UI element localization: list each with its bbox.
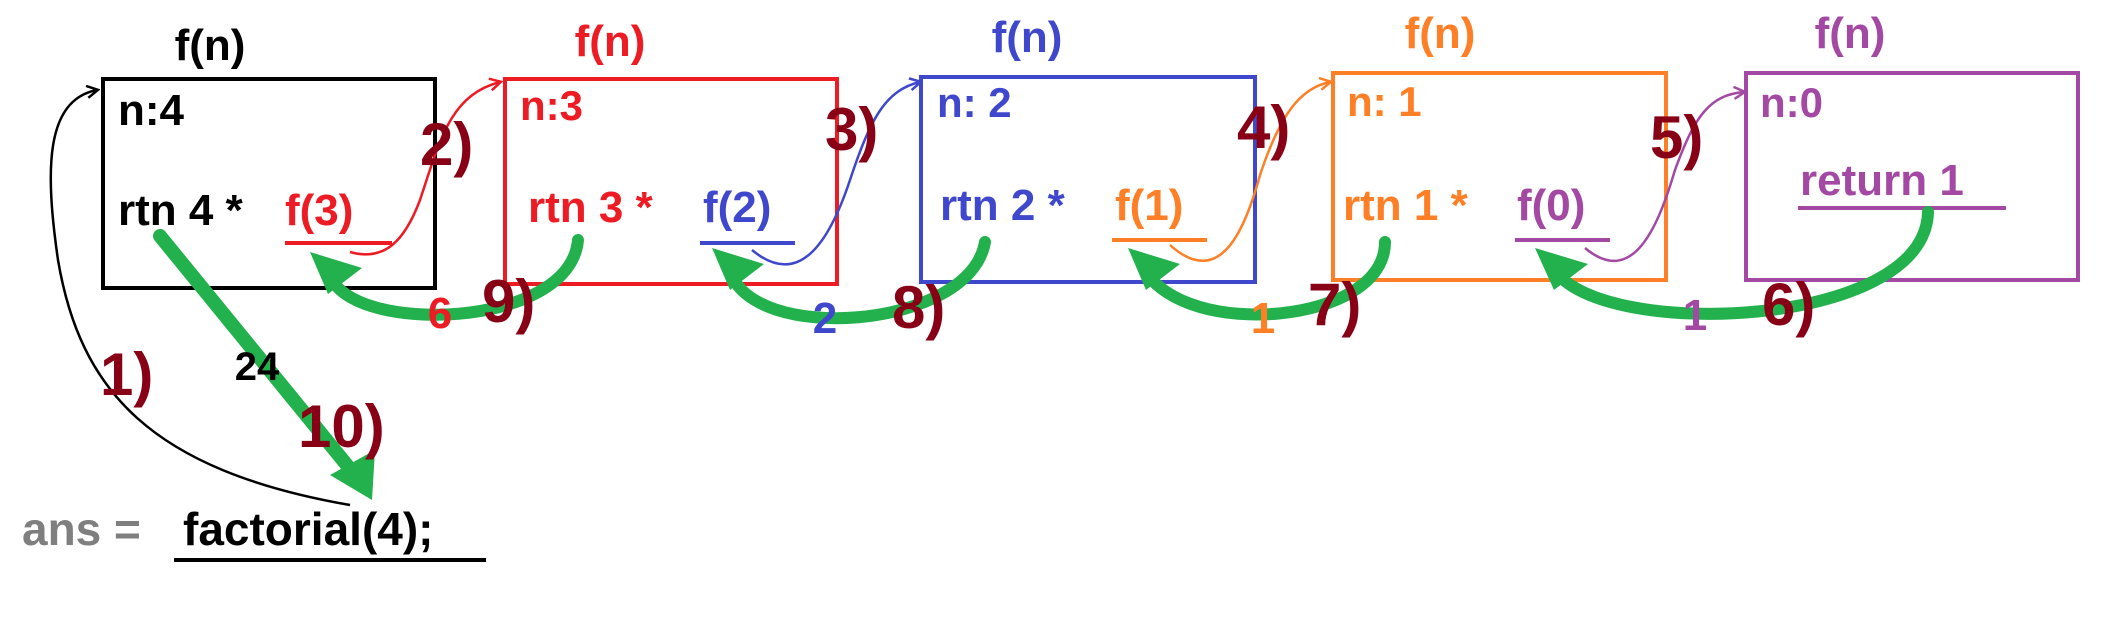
return-arrow-to-ans bbox=[153, 229, 362, 482]
returned-value-f2: 2 bbox=[813, 294, 837, 343]
frame-n1: f(n) n: 1 rtn 1 * f(0) bbox=[1331, 9, 1668, 282]
frame-n-label: n:3 bbox=[520, 82, 583, 129]
frame-title: f(n) bbox=[175, 21, 246, 70]
frame-box bbox=[503, 77, 839, 286]
return-arrow-from-f2 bbox=[724, 236, 991, 325]
frame-return-expr: rtn 3 * bbox=[528, 183, 654, 232]
step-label-1: 1) bbox=[100, 341, 153, 408]
frame-title: f(n) bbox=[575, 17, 646, 66]
base-case-return: return 1 bbox=[1800, 156, 1964, 205]
recursive-call: f(2) bbox=[703, 183, 771, 232]
step-label-3: 3) bbox=[825, 96, 878, 163]
frame-n2: f(n) n: 2 rtn 2 * f(1) bbox=[919, 13, 1257, 284]
frame-n4: f(n) n:4 rtn 4 * f(3) bbox=[101, 21, 437, 290]
frame-box bbox=[1331, 71, 1668, 282]
frame-n-label: n:4 bbox=[118, 86, 185, 135]
return-arrowhead bbox=[330, 450, 375, 500]
statement-prefix: ans = bbox=[22, 503, 141, 555]
step-label-6: 6) bbox=[1762, 271, 1815, 338]
return-arrow-from-f0 bbox=[1549, 206, 1934, 320]
returned-value-f4: 24 bbox=[235, 345, 280, 389]
step-label-7: 7) bbox=[1308, 271, 1361, 338]
initial-call-arrow bbox=[49, 90, 351, 507]
frame-n0: f(n) n:0 return 1 bbox=[1744, 9, 2080, 282]
frame-return-expr: rtn 4 * bbox=[118, 186, 244, 235]
recursive-call: f(0) bbox=[1517, 181, 1585, 230]
call-arrow-f0 bbox=[1584, 92, 1744, 263]
frame-n-label: n: 1 bbox=[1347, 78, 1422, 125]
return-arrows bbox=[153, 206, 1934, 500]
return-arrowhead bbox=[712, 248, 764, 290]
call-arrow-f2 bbox=[751, 82, 920, 266]
step-label-10: 10) bbox=[298, 393, 385, 460]
step-label-9: 9) bbox=[482, 268, 535, 335]
step-label-8: 8) bbox=[892, 274, 945, 341]
step-labels: 1) 2) 3) 4) 5) 6) 7) 8) 9) 10) bbox=[100, 94, 1815, 460]
call-arrow-f3 bbox=[349, 82, 500, 256]
returned-value-f0: 1 bbox=[1683, 291, 1707, 340]
recursive-call: f(3) bbox=[285, 186, 353, 235]
frame-title: f(n) bbox=[1405, 9, 1476, 58]
frame-n3: f(n) n:3 rtn 3 * f(2) bbox=[503, 17, 839, 286]
step-label-2: 2) bbox=[420, 111, 473, 178]
frame-box bbox=[1744, 71, 2080, 282]
frame-box bbox=[919, 75, 1257, 284]
frame-box bbox=[101, 77, 437, 290]
frame-title: f(n) bbox=[992, 13, 1063, 62]
return-arrowhead bbox=[1128, 248, 1180, 290]
return-arrowhead bbox=[1535, 248, 1588, 290]
statement-call: factorial(4); bbox=[183, 503, 433, 555]
step-label-5: 5) bbox=[1650, 104, 1703, 171]
frame-return-expr: rtn 1 * bbox=[1343, 181, 1469, 230]
return-arrowhead bbox=[310, 252, 362, 294]
returned-value-f1: 1 bbox=[1251, 294, 1275, 343]
return-arrow-from-f3 bbox=[324, 234, 584, 321]
frame-n-label: n: 2 bbox=[937, 79, 1012, 126]
call-arrow-f1 bbox=[1169, 82, 1330, 262]
frame-title: f(n) bbox=[1815, 9, 1886, 58]
frame-n-label: n:0 bbox=[1760, 79, 1823, 126]
recursive-call: f(1) bbox=[1115, 181, 1183, 230]
frame-return-expr: rtn 2 * bbox=[940, 181, 1066, 230]
assignment-statement: ans = factorial(4); bbox=[22, 503, 486, 562]
return-arrow-from-f1 bbox=[1139, 236, 1391, 321]
step-label-4: 4) bbox=[1237, 94, 1290, 161]
returned-value-f3: 6 bbox=[428, 289, 452, 338]
